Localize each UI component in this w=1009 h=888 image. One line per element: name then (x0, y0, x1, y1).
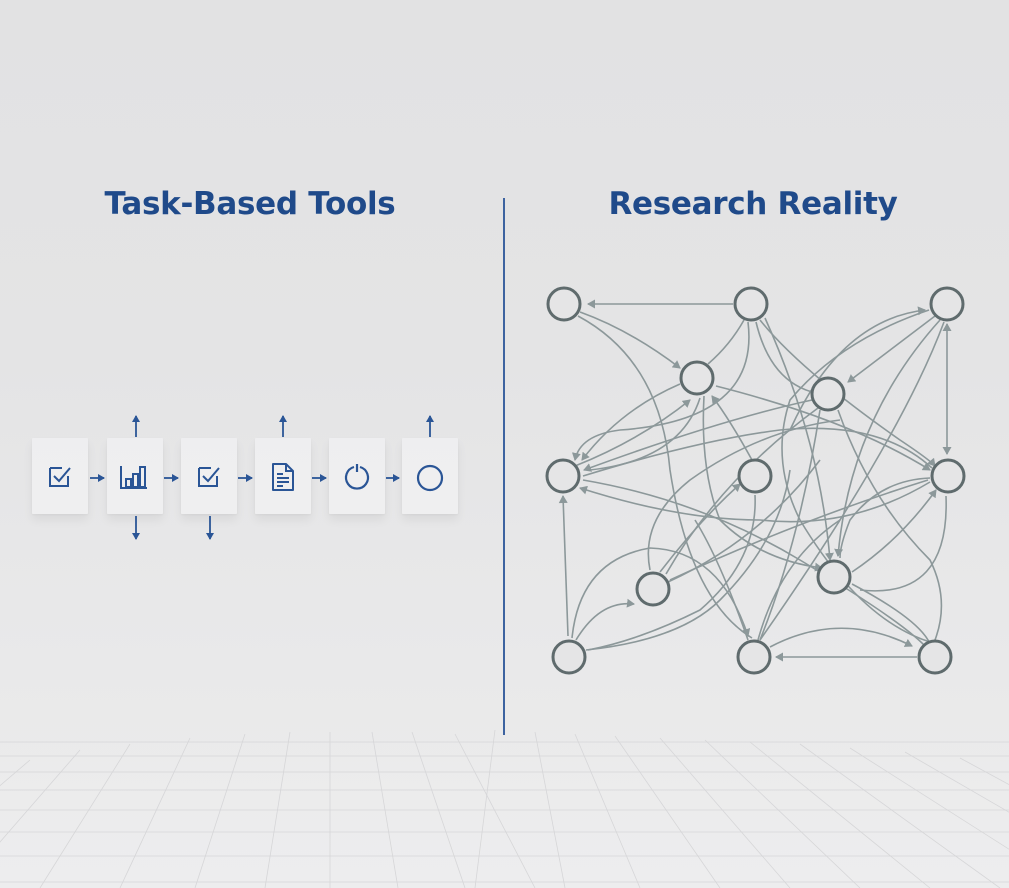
checkbox-icon (198, 467, 220, 487)
network-node (679, 360, 715, 396)
network-node (551, 639, 587, 675)
document-icon (272, 463, 294, 491)
bar-chart-icon (120, 466, 147, 489)
network-node (810, 376, 846, 412)
task-card-document (255, 438, 311, 514)
circle-icon (416, 464, 444, 492)
task-card-circle (402, 438, 458, 514)
task-card-refresh (329, 438, 385, 514)
network-nodes (545, 286, 966, 675)
network-node (917, 639, 953, 675)
network-node (737, 458, 773, 494)
network-node (733, 286, 769, 322)
network-node (736, 639, 772, 675)
panel-divider (503, 198, 505, 735)
right-panel-title: Research Reality (608, 186, 898, 222)
task-card-checkbox-2 (181, 438, 237, 514)
task-card-bar-chart (107, 438, 163, 514)
task-card-checkbox-1 (32, 438, 88, 514)
perspective-floor-grid (0, 730, 1009, 888)
network-node (929, 286, 965, 322)
refresh-icon (344, 464, 370, 490)
network-node (545, 458, 581, 494)
pipeline-arrows (90, 415, 434, 540)
network-node (546, 286, 582, 322)
left-panel-title: Task-Based Tools (104, 186, 396, 222)
network-node (930, 458, 966, 494)
network-node (816, 559, 852, 595)
network-node (635, 571, 671, 607)
network-edges (558, 299, 952, 662)
floor-grid-lines (0, 730, 1009, 888)
checkbox-icon (49, 467, 71, 487)
